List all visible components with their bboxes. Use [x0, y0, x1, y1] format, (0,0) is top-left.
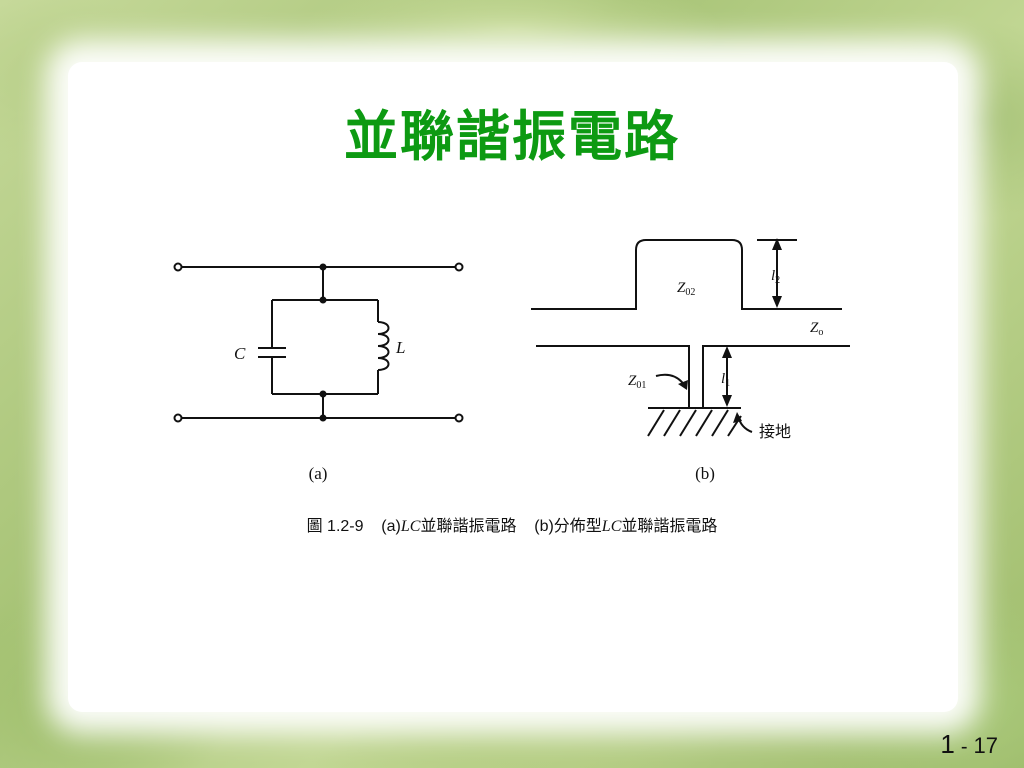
z01-label: Z01: [628, 373, 646, 391]
figure-caption: 圖 1.2-9 (a)LC並聯諧振電路 (b)分佈型LC並聯諧振電路: [0, 512, 1024, 536]
distributed-lc-diagram: [531, 239, 850, 433]
l1-label: l1: [721, 371, 730, 389]
page-number: 1-17: [940, 729, 998, 760]
caption-part-b: 並聯諧振電路: [621, 518, 718, 535]
circuit-figure: C L (a) Z02 l2 Zo: [173, 238, 850, 483]
l2-label: l2: [771, 268, 780, 286]
caption-lc-a: LC: [400, 518, 421, 535]
page-separator: -: [960, 736, 968, 758]
panel-label-a: (a): [309, 464, 328, 483]
caption-part-a: 並聯諧振電路 (b)分佈型: [420, 518, 602, 535]
z02-label: Z02: [677, 280, 695, 298]
terminal: [454, 262, 464, 272]
arrowheads: [678, 238, 782, 423]
slide-panel: [68, 62, 958, 712]
terminal: [173, 262, 183, 272]
inductor-label: L: [395, 338, 405, 357]
terminal: [454, 413, 464, 423]
ground-label: 接地: [759, 422, 791, 441]
page-chapter: 1: [940, 729, 955, 759]
zo-label: Zo: [810, 320, 823, 338]
slide-title: 並聯諧振電路: [344, 104, 680, 168]
junction-dots: [319, 263, 327, 422]
caption-prefix: 圖 1.2-9 (a): [306, 518, 401, 535]
capacitor-label: C: [234, 344, 246, 363]
lc-circuit-diagram: [173, 262, 464, 423]
page-index: 17: [973, 733, 998, 758]
panel-label-b: (b): [695, 464, 715, 483]
ground-hatching: [647, 409, 742, 437]
caption-lc-b: LC: [601, 518, 622, 535]
terminal: [173, 413, 183, 423]
